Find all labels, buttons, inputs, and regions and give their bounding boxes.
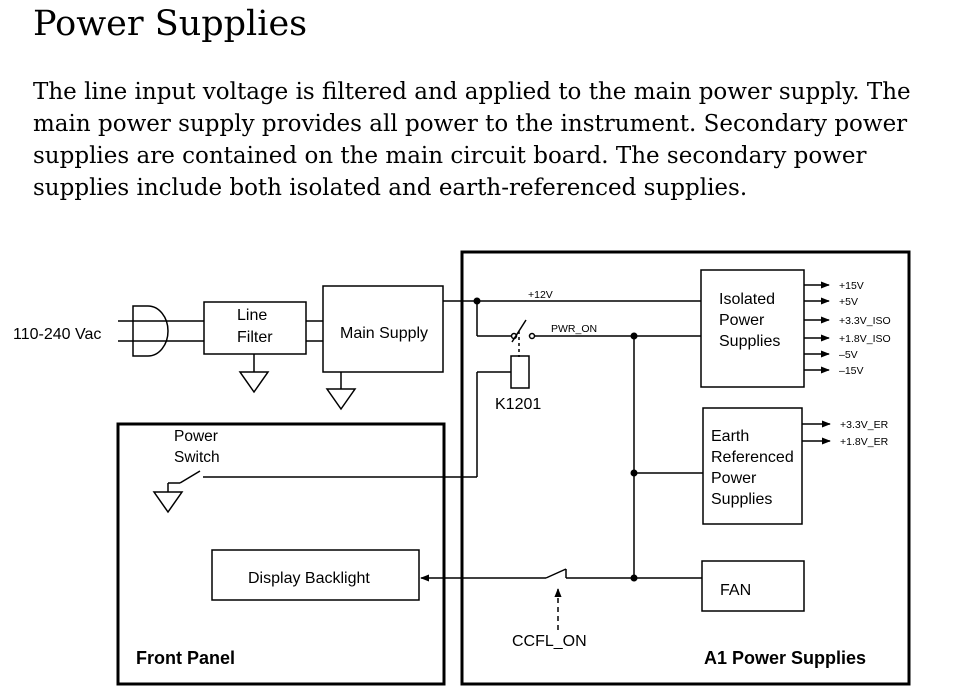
front-panel-box <box>116 422 446 686</box>
a1-power-supplies-title: A1 Power Supplies <box>704 648 866 668</box>
isolated-output-label: +3.3V_ISO <box>839 315 891 327</box>
pwr-on-label: PWR_ON <box>551 323 597 335</box>
isolated-output-label: +15V <box>839 280 864 292</box>
display-backlight-label: Display Backlight <box>248 570 370 587</box>
main-supply-label: Main Supply <box>340 325 428 342</box>
earth-label-line2: Referenced <box>711 449 794 466</box>
a1-power-supplies-box <box>460 250 911 686</box>
isolated-power-supplies-block <box>700 269 805 388</box>
page-title: Power Supplies <box>33 4 308 44</box>
isolated-output-label: –15V <box>839 365 864 377</box>
intro-paragraph: The line input voltage is filtered and a… <box>33 79 911 201</box>
power-switch-label-line2: Switch <box>174 449 220 466</box>
power-switch-label-line1: Power <box>174 428 218 445</box>
relay-coil-k1201 <box>510 355 530 389</box>
ground-icon <box>325 372 357 411</box>
fan-label: FAN <box>720 582 751 599</box>
front-panel-title: Front Panel <box>136 648 235 668</box>
line-filter-block <box>203 301 307 355</box>
rail-12v-label: +12V <box>528 289 553 301</box>
isolated-label-line1: Isolated <box>719 291 775 308</box>
isolated-output-label: +5V <box>839 296 858 308</box>
junction-dot <box>473 297 481 305</box>
isolated-label-line2: Power <box>719 312 765 329</box>
isolated-output-label: –5V <box>839 349 858 361</box>
earth-label-line4: Supplies <box>711 491 772 508</box>
relay-contact-icon <box>510 319 701 357</box>
earth-label-line1: Earth <box>711 428 749 445</box>
ccfl-on-label: CCFL_ON <box>512 633 587 650</box>
ground-icon <box>238 354 270 394</box>
main-supply-block <box>322 285 444 373</box>
line-filter-label-line2: Filter <box>237 329 273 346</box>
earth-referenced-power-supplies-block <box>702 407 803 525</box>
earth-output-label: +3.3V_ER <box>840 419 889 431</box>
junction-dot <box>630 469 638 477</box>
isolated-output-label: +1.8V_ISO <box>839 333 891 345</box>
fan-block <box>701 560 805 612</box>
display-backlight-block <box>211 549 420 601</box>
relay-label: K1201 <box>495 396 541 413</box>
power-switch-icon[interactable] <box>167 470 201 492</box>
line-filter-label-line1: Line <box>237 307 267 324</box>
ac-input-connector-icon <box>118 305 204 357</box>
isolated-label-line3: Supplies <box>719 333 780 350</box>
ground-icon <box>152 491 184 514</box>
earth-label-line3: Power <box>711 470 757 487</box>
input-voltage-label: 110-240 Vac <box>13 326 101 343</box>
earth-output-label: +1.8V_ER <box>840 436 889 448</box>
